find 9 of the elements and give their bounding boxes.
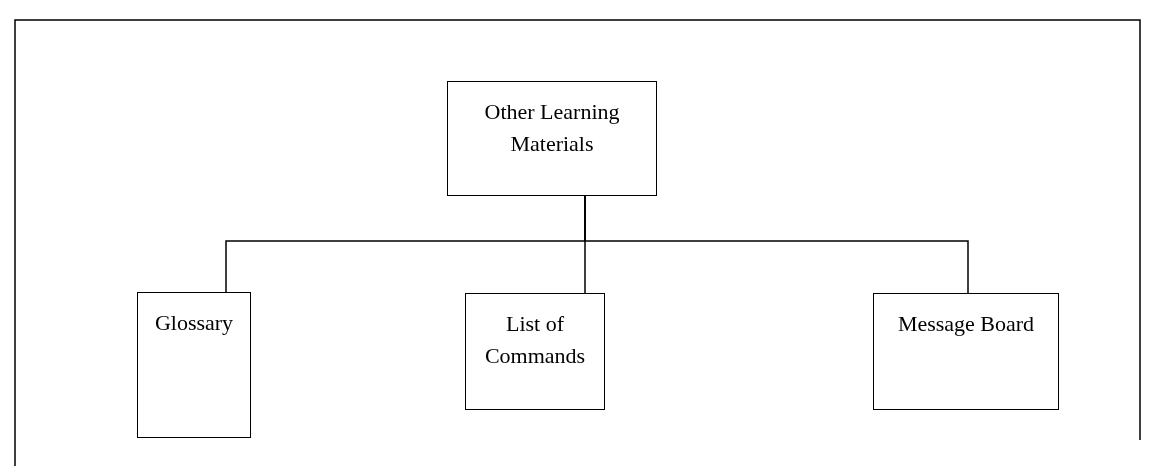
box-label: Other Learning Materials bbox=[483, 98, 621, 158]
connector-line bbox=[584, 195, 969, 294]
category-box bbox=[447, 81, 657, 196]
category-box bbox=[873, 293, 1059, 410]
box-label: Message Board bbox=[897, 310, 1035, 338]
box-label: Glossary bbox=[154, 309, 234, 337]
category-box bbox=[465, 293, 605, 410]
box-label: List of Commands bbox=[483, 310, 587, 370]
category-box bbox=[137, 292, 251, 438]
